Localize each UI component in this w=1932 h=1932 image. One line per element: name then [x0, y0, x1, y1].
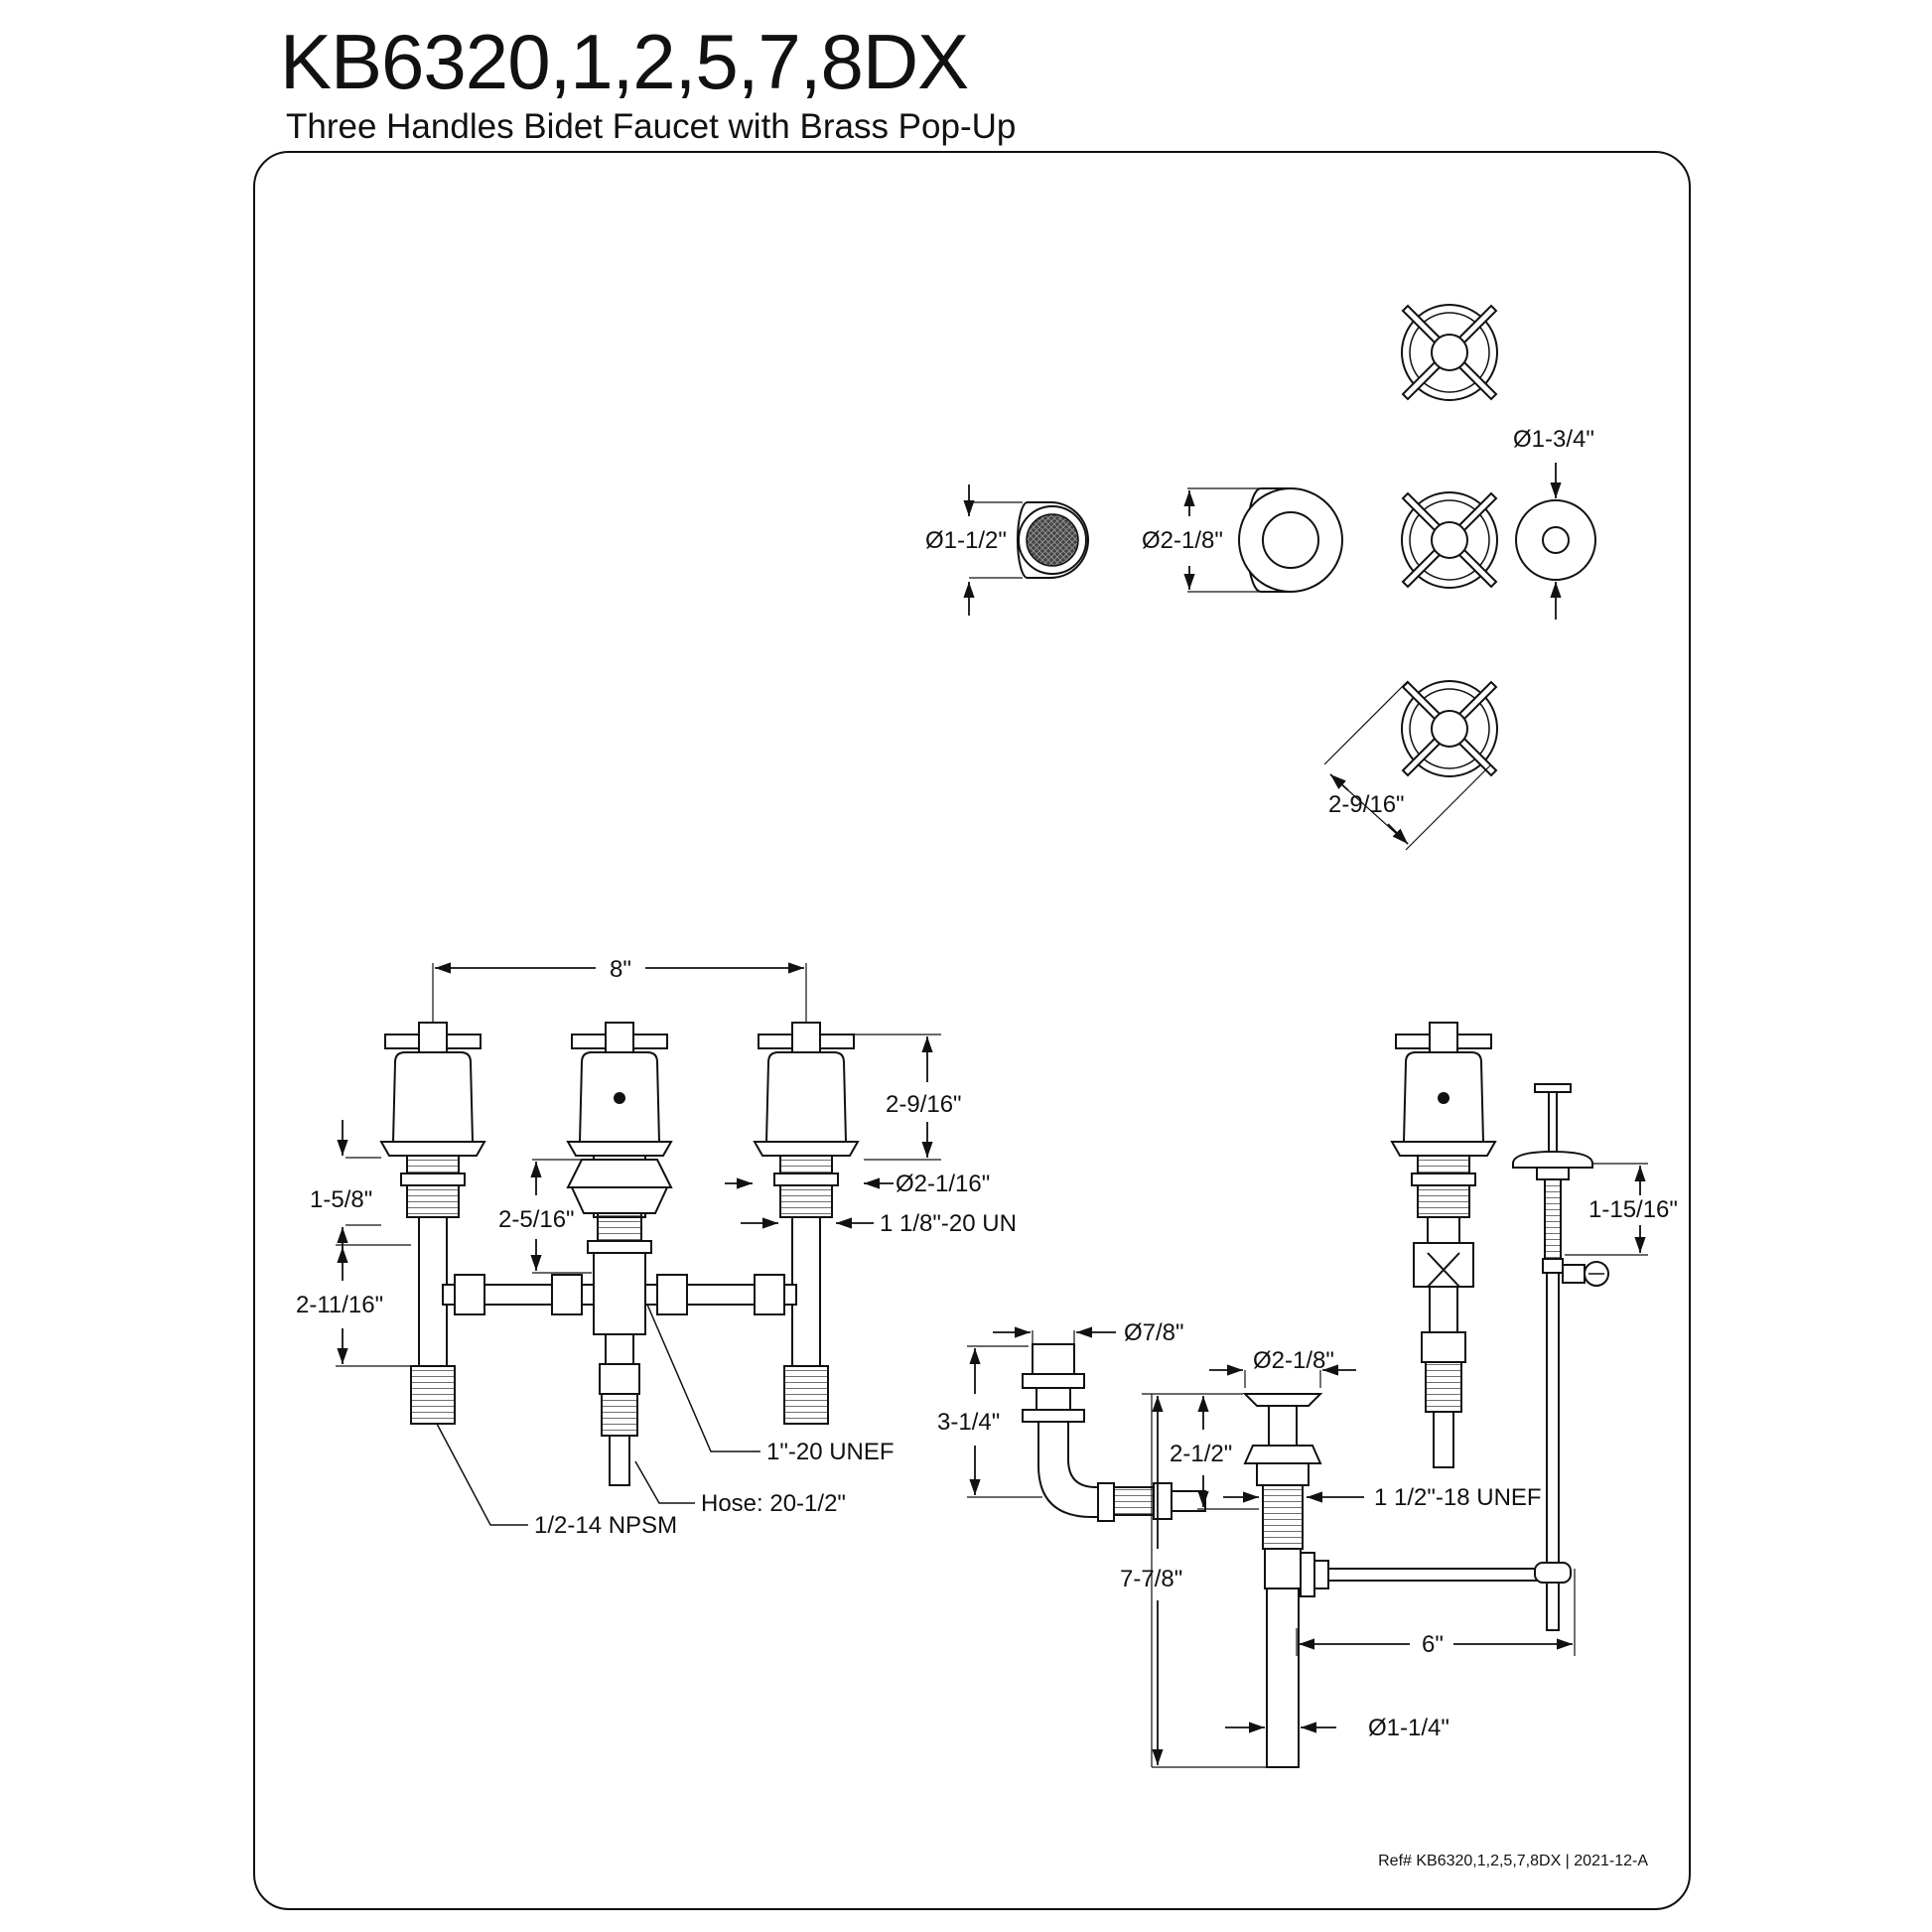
- flange: [1515, 499, 1596, 581]
- spread-label: 8": [610, 956, 631, 983]
- pop-up-drain: [1242, 1393, 1546, 1768]
- page-title: KB6320,1,2,5,7,8DX: [280, 18, 969, 105]
- spray-height-label: 3-1/4": [937, 1409, 1000, 1436]
- drain-length-label: 7-7/8": [1120, 1566, 1182, 1592]
- hose-label: Hose: 20-1/2": [701, 1490, 846, 1517]
- center-thread-label: 1"-20 UNEF: [766, 1439, 895, 1465]
- center-height-label: 2-5/16": [498, 1206, 575, 1233]
- lift-rod: [1512, 1083, 1609, 1631]
- aerator: [1017, 501, 1089, 579]
- escutcheon-dia-label: Ø2-1/8": [1142, 527, 1223, 554]
- base-dia-label: Ø2-1/16": [896, 1171, 990, 1197]
- handle-span-label: 2-9/16": [1328, 791, 1405, 818]
- handle-top-view-3: [1401, 680, 1498, 777]
- valve-drop-label: 2-11/16": [296, 1292, 383, 1318]
- lift-rod-label: 1-15/16": [1588, 1196, 1678, 1223]
- valve-side: [1391, 1022, 1496, 1218]
- aerator-dia-label: Ø1-1/2": [925, 527, 1007, 554]
- page-subtitle: Three Handles Bidet Faucet with Brass Po…: [286, 107, 1017, 146]
- handle-height-label: 2-9/16": [886, 1091, 962, 1118]
- drain-flange-dia-label: Ø2-1/8": [1253, 1347, 1334, 1374]
- reference-number: Ref# KB6320,1,2,5,7,8DX | 2021-12-A: [1378, 1853, 1648, 1869]
- flange-dia-label: Ø1-3/4": [1513, 426, 1594, 453]
- valve-left: [380, 1022, 485, 1218]
- shank-length-label: 1-5/8": [310, 1186, 372, 1213]
- drain-thread-label: 1 1/2"-18 UNEF: [1374, 1484, 1542, 1511]
- spray-dia-label: Ø7/8": [1124, 1319, 1184, 1346]
- escutcheon: [1238, 487, 1343, 593]
- inlet-thread-label: 1/2-14 NPSM: [534, 1512, 677, 1539]
- drawing-frame: [253, 151, 1691, 1910]
- handle-top-view-2: [1401, 491, 1498, 589]
- rod-offset-label: 6": [1422, 1631, 1444, 1658]
- valve-right: [754, 1022, 859, 1218]
- spray-assembly: [1022, 1343, 1206, 1522]
- tail-dia-label: Ø1-1/4": [1368, 1715, 1449, 1741]
- drain-shank-label: 2-1/2": [1170, 1441, 1232, 1467]
- handle-top-view-1: [1401, 304, 1498, 401]
- shank-thread-label: 1 1/8"-20 UN: [880, 1210, 1017, 1237]
- side-valve-stem: [1413, 1216, 1474, 1468]
